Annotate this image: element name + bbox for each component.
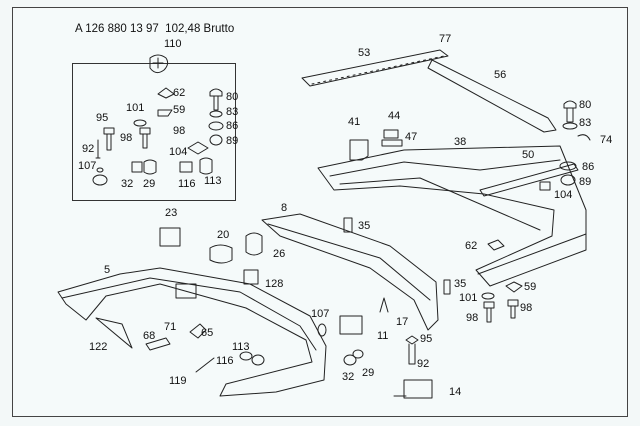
callout-104-right: 104 <box>554 189 573 201</box>
callout-122: 122 <box>89 341 108 353</box>
callout-44: 44 <box>388 110 401 122</box>
inset-hardware-icons <box>92 54 224 186</box>
callout-32-lower: 32 <box>342 371 355 383</box>
callout-14: 14 <box>449 386 462 398</box>
part-number: A 126 880 13 97 <box>75 23 159 35</box>
callout-86-right: 86 <box>582 161 595 173</box>
callout-62: 62 <box>173 87 186 99</box>
callout-71: 71 <box>164 321 177 333</box>
callout-104: 104 <box>169 146 188 158</box>
callout-119: 119 <box>169 375 187 387</box>
callout-8: 8 <box>281 202 288 214</box>
callout-68: 68 <box>143 330 156 342</box>
callout-29: 29 <box>143 178 156 190</box>
upper-bumper-assembly <box>301 49 591 323</box>
lower-bumper-cover <box>57 227 433 399</box>
callout-89: 89 <box>226 135 239 147</box>
callout-92: 92 <box>82 143 95 155</box>
callout-38: 38 <box>454 136 467 148</box>
callout-29-lower: 29 <box>362 367 375 379</box>
callout-98b: 98 <box>173 125 186 137</box>
callout-101: 101 <box>126 102 145 114</box>
callout-35-right: 35 <box>454 278 467 290</box>
callout-17: 17 <box>396 316 409 328</box>
callout-5: 5 <box>104 264 111 276</box>
callout-32: 32 <box>121 178 134 190</box>
callout-11: 11 <box>377 330 389 342</box>
callout-56: 56 <box>494 69 507 81</box>
callout-41: 41 <box>348 116 361 128</box>
callout-80-right: 80 <box>579 99 592 111</box>
callout-128: 128 <box>265 278 284 290</box>
callout-83: 83 <box>226 106 239 118</box>
callout-53: 53 <box>358 47 371 59</box>
callout-95: 95 <box>96 112 109 124</box>
callout-101-right: 101 <box>459 292 478 304</box>
callout-50: 50 <box>522 149 535 161</box>
callout-59: 59 <box>173 104 186 116</box>
callout-116: 116 <box>178 178 196 190</box>
part-number-title: A 126 880 13 97 102,48 Brutto <box>75 23 234 35</box>
callout-65: 65 <box>201 327 214 339</box>
callout-107-lower: 107 <box>311 308 330 320</box>
callout-62-right: 62 <box>465 240 478 252</box>
callout-113: 113 <box>204 175 222 187</box>
callout-110: 110 <box>164 38 182 50</box>
callout-89-right: 89 <box>579 176 592 188</box>
callout-86: 86 <box>226 120 239 132</box>
diagram-border <box>12 7 628 417</box>
callout-35: 35 <box>358 220 371 232</box>
callout-107: 107 <box>78 160 97 172</box>
callout-23: 23 <box>165 207 178 219</box>
callout-59-right: 59 <box>524 281 537 293</box>
callout-98-right-a: 98 <box>466 312 479 324</box>
callout-80: 80 <box>226 91 239 103</box>
callout-77: 77 <box>439 33 452 45</box>
callout-113-lower: 113 <box>232 341 250 353</box>
callout-26: 26 <box>273 248 286 260</box>
middle-bumper-beam <box>245 213 439 331</box>
callout-116-lower: 116 <box>216 355 234 367</box>
callout-98-right-b: 98 <box>520 302 533 314</box>
callout-74: 74 <box>600 134 613 146</box>
callout-83-right: 83 <box>579 117 592 129</box>
callout-98a: 98 <box>120 132 133 144</box>
callout-95-lower: 95 <box>420 333 433 345</box>
price-label: 102,48 Brutto <box>165 23 235 35</box>
callout-92-lower: 92 <box>417 358 430 370</box>
callout-47: 47 <box>405 131 418 143</box>
callout-20: 20 <box>217 229 230 241</box>
